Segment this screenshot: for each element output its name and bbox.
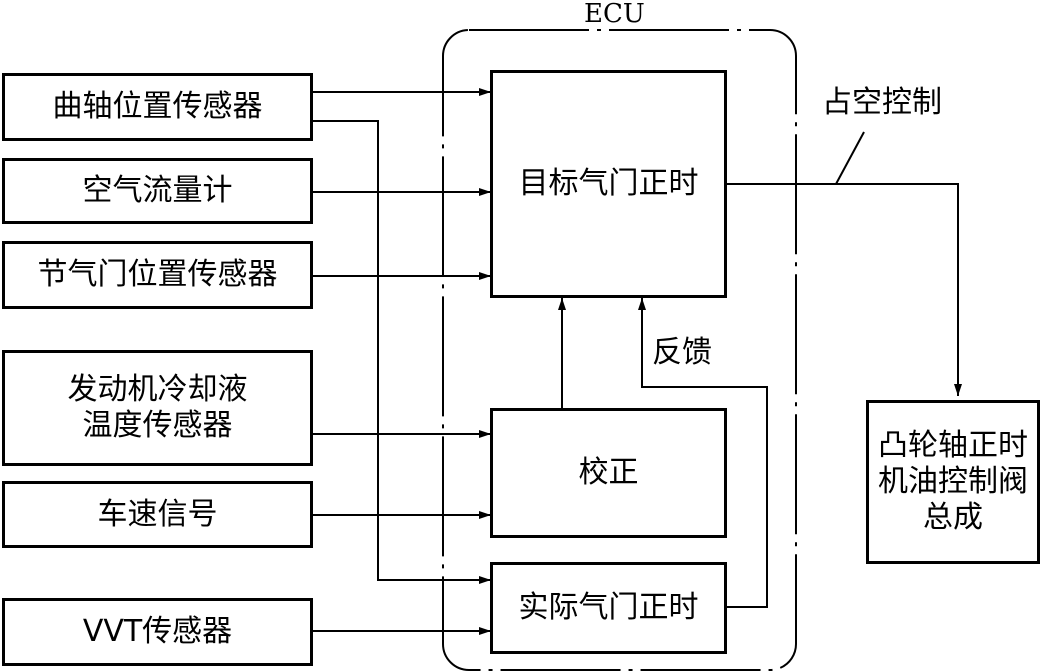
vehicle-speed-signal-label: 车速信号 xyxy=(97,496,218,532)
ecu-title: ECU xyxy=(580,0,649,28)
feedback-label: 反馈 xyxy=(652,335,712,370)
actual-valve-timing-label: 实际气门正时 xyxy=(518,590,699,625)
target-valve-timing-box: 目标气门正时 xyxy=(490,70,727,298)
throttle-position-sensor-label: 节气门位置传感器 xyxy=(37,257,278,292)
crank-to-actual-line xyxy=(313,120,491,584)
coolant-temperature-sensor-box: 发动机冷却液 温度传感器 xyxy=(2,350,313,466)
vehicle-speed-signal-box: 车速信号 xyxy=(2,481,313,548)
correction-label: 校正 xyxy=(578,455,639,490)
coolant-temperature-sensor-label: 发动机冷却液 温度传感器 xyxy=(67,372,248,443)
target-valve-timing-label: 目标气门正时 xyxy=(518,166,699,201)
crank-position-sensor-label: 曲轴位置传感器 xyxy=(52,89,263,124)
crank-position-sensor-box: 曲轴位置传感器 xyxy=(2,73,313,141)
actual-valve-timing-box: 实际气门正时 xyxy=(490,562,727,654)
vvt-sensor-label: VVT传感器 xyxy=(82,614,233,649)
ecu-boundary xyxy=(442,29,797,671)
correction-box: 校正 xyxy=(490,408,727,538)
camshaft-ocv-assembly-box: 凸轮轴正时 机油控制阀 总成 xyxy=(866,400,1040,564)
camshaft-ocv-assembly-label: 凸轮轴正时 机油控制阀 总成 xyxy=(878,428,1028,535)
target-to-ocv-line xyxy=(727,183,962,396)
feedback-line xyxy=(638,298,768,608)
air-flow-meter-box: 空气流量计 xyxy=(2,158,313,224)
vvt-sensor-box: VVT传感器 xyxy=(2,598,313,666)
air-flow-meter-label: 空气流量计 xyxy=(82,173,233,208)
duty-control-leader xyxy=(835,131,865,185)
duty-control-label: 占空控制 xyxy=(822,85,942,120)
throttle-position-sensor-box: 节气门位置传感器 xyxy=(2,241,313,309)
